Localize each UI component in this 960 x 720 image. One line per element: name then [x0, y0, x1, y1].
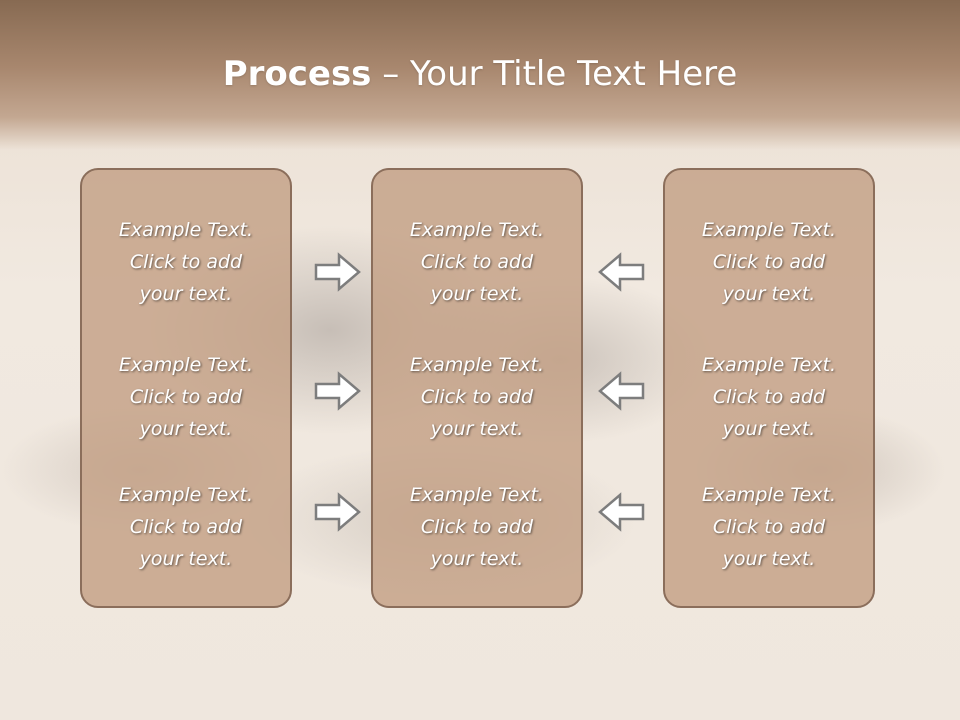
text-line: Click to add [129, 251, 243, 273]
text-line: Click to add [420, 516, 534, 538]
text-block[interactable]: Example Text. Click to add your text. [665, 349, 873, 445]
text-line: Example Text. [409, 484, 545, 506]
process-box-left[interactable]: Example Text. Click to add your text. Ex… [80, 168, 292, 608]
text-line: Example Text. [701, 354, 837, 376]
text-block[interactable]: Example Text. Click to add your text. [373, 479, 581, 575]
text-block[interactable]: Example Text. Click to add your text. [373, 349, 581, 445]
text-block[interactable]: Example Text. Click to add your text. [665, 214, 873, 310]
title-bold: Process [222, 54, 372, 94]
text-block[interactable]: Example Text. Click to add your text. [373, 214, 581, 310]
title-banner [0, 0, 960, 150]
arrow-left-icon [598, 252, 645, 292]
process-box-center[interactable]: Example Text. Click to add your text. Ex… [371, 168, 583, 608]
text-block[interactable]: Example Text. Click to add your text. [665, 479, 873, 575]
text-line: Click to add [712, 516, 826, 538]
text-line: your text. [139, 418, 233, 440]
text-line: your text. [722, 548, 816, 570]
arrow-right-icon [314, 252, 361, 292]
text-line: Example Text. [118, 354, 254, 376]
arrow-right-icon [314, 492, 361, 532]
text-line: Click to add [712, 251, 826, 273]
text-line: Example Text. [701, 219, 837, 241]
text-block[interactable]: Example Text. Click to add your text. [82, 479, 290, 575]
text-line: Example Text. [409, 219, 545, 241]
text-line: Example Text. [118, 219, 254, 241]
text-line: your text. [722, 418, 816, 440]
arrow-left-icon [598, 492, 645, 532]
slide-title[interactable]: Process – Your Title Text Here [0, 52, 960, 96]
text-line: your text. [139, 283, 233, 305]
arrow-left-icon [598, 371, 645, 411]
text-line: your text. [430, 548, 524, 570]
title-rest: – Your Title Text Here [371, 54, 738, 94]
text-line: your text. [139, 548, 233, 570]
text-block[interactable]: Example Text. Click to add your text. [82, 349, 290, 445]
text-line: Example Text. [409, 354, 545, 376]
text-line: Click to add [420, 386, 534, 408]
text-line: your text. [430, 418, 524, 440]
text-line: Example Text. [701, 484, 837, 506]
arrow-right-icon [314, 371, 361, 411]
text-line: your text. [430, 283, 524, 305]
text-line: Click to add [420, 251, 534, 273]
text-line: Click to add [712, 386, 826, 408]
process-box-right[interactable]: Example Text. Click to add your text. Ex… [663, 168, 875, 608]
text-line: your text. [722, 283, 816, 305]
text-line: Click to add [129, 516, 243, 538]
text-block[interactable]: Example Text. Click to add your text. [82, 214, 290, 310]
text-line: Example Text. [118, 484, 254, 506]
text-line: Click to add [129, 386, 243, 408]
